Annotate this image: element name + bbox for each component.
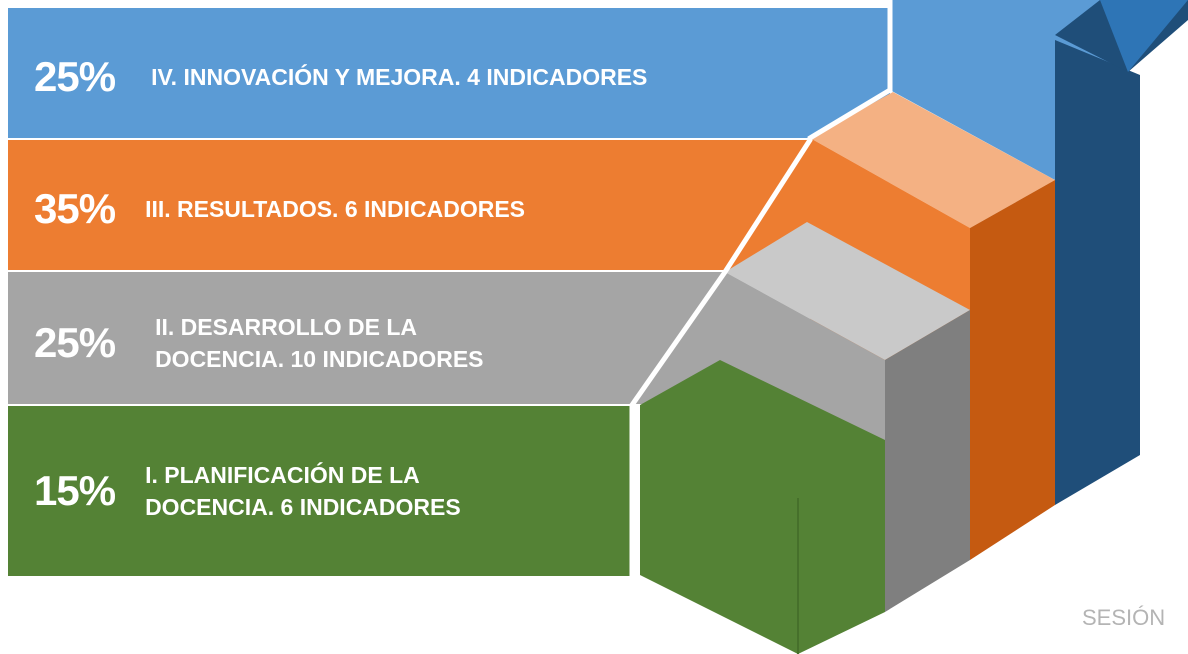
level-3-percent: 35% <box>34 185 116 232</box>
band-gray <box>8 272 725 404</box>
footer-session-label: SESIÓN <box>1082 605 1166 630</box>
level-2-label: II. DESARROLLO DE LA DOCENCIA. 10 INDICA… <box>155 314 484 372</box>
level-1-percent: 15% <box>34 467 116 514</box>
orange-step-top <box>810 92 1055 228</box>
gray-step-top <box>725 222 970 360</box>
orange-step-side <box>970 180 1055 560</box>
green-step-front <box>640 360 885 654</box>
level-3-label: III. RESULTADOS. 6 INDICADORES <box>145 196 526 222</box>
level-3-row: 35% III. RESULTADOS. 6 INDICADORES <box>34 174 525 244</box>
arrow-column-side <box>1055 40 1140 505</box>
level-2-percent: 25% <box>34 319 116 366</box>
level-1-row: 15% I. PLANIFICACIÓN DE LA DOCENCIA. 6 I… <box>34 448 461 534</box>
level-4-row: 25% IV. INNOVACIÓN Y MEJORA. 4 INDICADOR… <box>34 42 647 112</box>
arrow-head-light <box>1100 0 1188 72</box>
level-4-label: IV. INNOVACIÓN Y MEJORA. 4 INDICADORES <box>151 64 648 90</box>
step-outline <box>168 0 893 583</box>
band-orange <box>8 140 810 270</box>
gray-step-side <box>885 310 970 612</box>
band-green <box>8 406 630 576</box>
band-blue <box>8 8 890 138</box>
level-4-percent: 25% <box>34 53 116 100</box>
level-1-label: I. PLANIFICACIÓN DE LA DOCENCIA. 6 INDIC… <box>145 462 461 520</box>
level-2-row: 25% II. DESARROLLO DE LA DOCENCIA. 10 IN… <box>34 300 484 386</box>
